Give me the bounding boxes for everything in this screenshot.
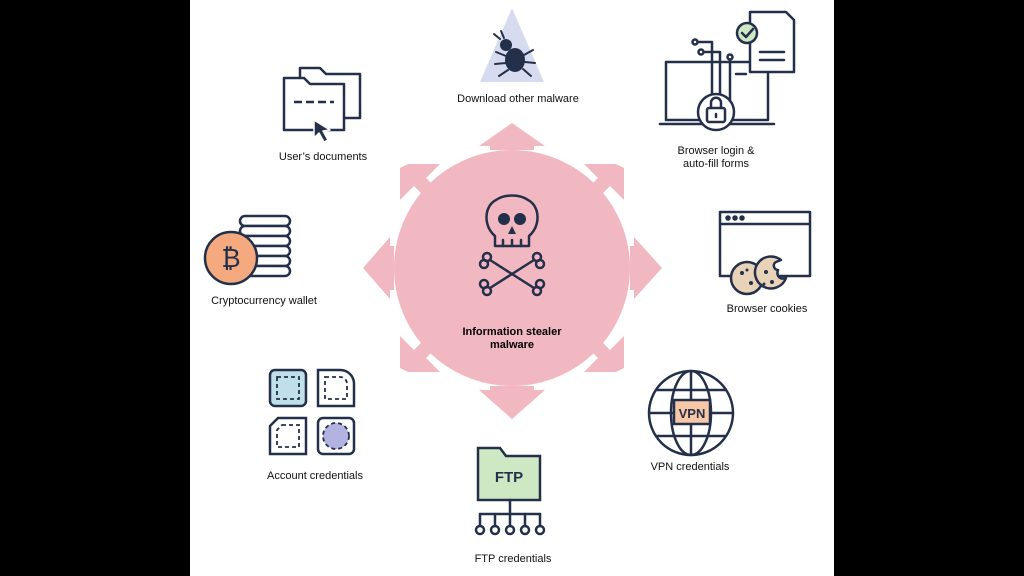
label-ftp-credentials: FTP credentials [474,553,552,565]
label-account-credentials: Account credentials [267,470,363,482]
arrow-up [479,123,545,150]
ftp-folder-icon [474,446,546,536]
diagram-artwork: VPN FTP [203,8,812,536]
skull-crossbones-icon [478,194,546,297]
center-circle [394,150,630,386]
center-title-line1: Information stealer [462,326,562,338]
center-title-line2: malware [489,339,535,351]
bug-icon [480,8,544,82]
label-browser-login-line2: auto-fill forms [682,158,750,170]
bitcoin-symbol-icon: ₿ [221,244,240,274]
browser-cookies-icon [718,210,812,296]
arrow-left [363,237,394,299]
arrow-up-right [584,164,624,200]
arrow-down-right [584,336,624,372]
label-download-malware: Download other malware [457,93,579,105]
label-users-documents: User’s documents [278,151,368,163]
label-crypto-wallet: Cryptocurrency wallet [211,295,317,307]
arrow-down-left [400,336,440,372]
ftp-tag-text: FTP [495,469,523,486]
account-credentials-icon [268,368,356,456]
vpn-globe-icon [647,369,735,457]
center-malware-hub [363,123,662,419]
vpn-tag-text: VPN [679,406,706,421]
diagram-panel: VPN FTP [190,0,834,576]
arrow-right [630,237,662,299]
center-title: Information stealer malware [432,326,592,352]
label-vpn-credentials: VPN credentials [650,461,730,473]
label-browser-cookies: Browser cookies [726,303,808,315]
crypto-wallet-icon [203,214,292,286]
documents-folder-icon [282,66,362,143]
arrow-up-left [400,164,440,200]
browser-login-icon [658,10,796,132]
label-browser-login-line1: Browser login & [677,145,755,157]
arrow-down [479,386,545,419]
